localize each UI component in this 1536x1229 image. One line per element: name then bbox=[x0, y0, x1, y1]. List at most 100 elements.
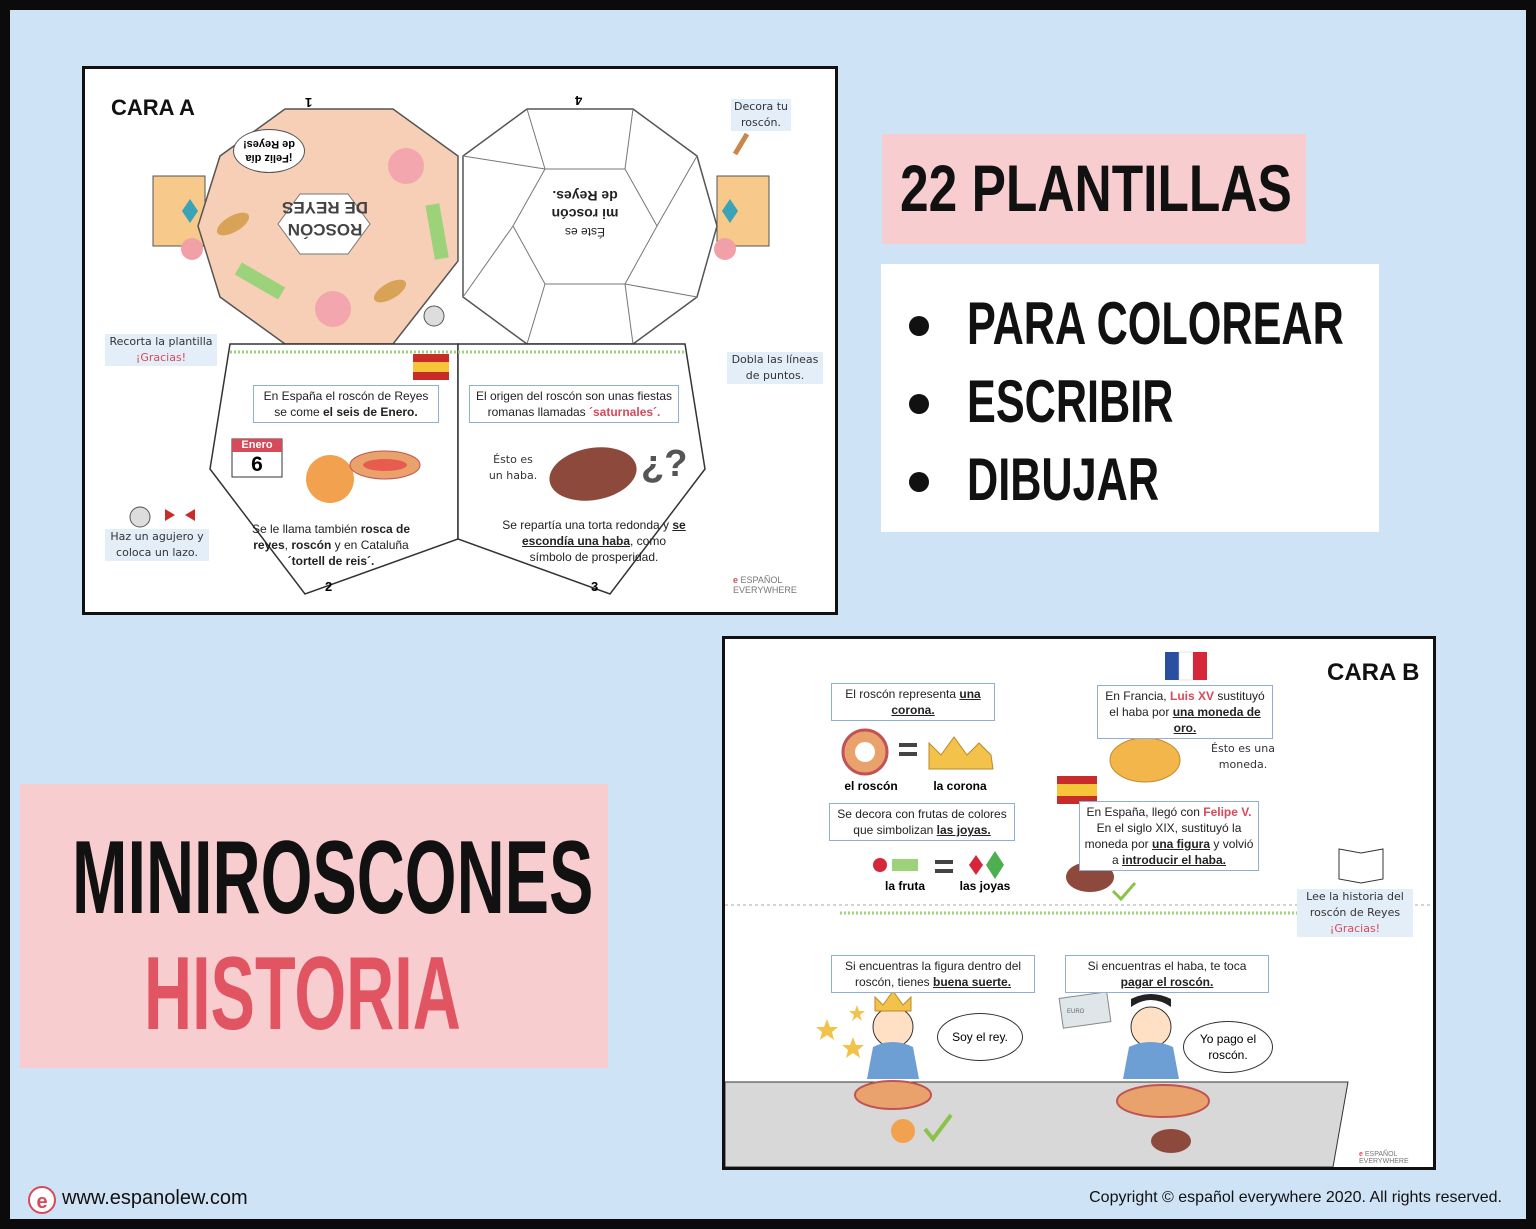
rosca-t1: Se le llama también bbox=[251, 522, 358, 536]
decora-note: Decora tu roscón. bbox=[731, 99, 791, 131]
espana-mid2: y volvió a bbox=[1111, 837, 1254, 867]
representa-box: El roscón representa una corona. bbox=[831, 683, 995, 721]
espana-u2: introducir el haba. bbox=[1122, 853, 1227, 867]
torta-u: se escondía una haba bbox=[521, 518, 686, 548]
espana-mid: En el siglo XIX, sustituyó la moneda por bbox=[1084, 821, 1242, 851]
origen-box: El origen del roscón son unas fiestas ro… bbox=[469, 385, 679, 423]
recorta-text: Recorta la plantilla bbox=[109, 335, 213, 348]
bullet-icon bbox=[909, 472, 929, 492]
pago-line2: roscón. bbox=[1208, 1048, 1248, 1062]
moneda-note: Ésto es una moneda. bbox=[1211, 741, 1275, 773]
agujero-line1: Haz un agujero y bbox=[110, 530, 204, 543]
moneda-line1: Ésto es una bbox=[1211, 742, 1275, 755]
card-a: CARA A Decora tu roscón. Recorta la plan… bbox=[82, 66, 838, 615]
espana-felipe: Felipe V. bbox=[1203, 805, 1252, 819]
moneda-line2: moneda. bbox=[1218, 758, 1268, 771]
decora-box: Se decora con frutas de colores que simb… bbox=[829, 803, 1015, 841]
este-line1: Éste es bbox=[564, 225, 606, 239]
la-fruta-label: la fruta bbox=[884, 879, 925, 893]
dobla-line1: Dobla las líneas bbox=[731, 353, 819, 366]
calendar-month: Enero bbox=[241, 439, 273, 451]
rosca-b1: rosca de reyes bbox=[253, 522, 411, 552]
num-3: 3 bbox=[591, 579, 599, 594]
haba-box: Si encuentras el haba, te toca pagar el … bbox=[1065, 955, 1269, 993]
pago-line1: Yo pago el bbox=[1199, 1032, 1257, 1046]
card-a-label: CARA A bbox=[111, 95, 195, 120]
figura-u: buena suerte. bbox=[933, 975, 1012, 989]
este-line3: de Reyes. bbox=[552, 188, 618, 204]
haba-u: pagar el roscón. bbox=[1120, 975, 1214, 989]
torta-t1: Se repartía una torta redonda y bbox=[502, 518, 670, 532]
calendar-day: 6 bbox=[251, 453, 263, 476]
bullet-icon bbox=[909, 394, 929, 414]
card-b-label: CARA B bbox=[1327, 659, 1420, 686]
lee-gracias: ¡Gracias! bbox=[1329, 922, 1381, 935]
logo-a-text: ESPAÑOL EVERYWHERE bbox=[733, 575, 797, 595]
representa-u: una corona. bbox=[891, 687, 981, 717]
representa-text: El roscón representa bbox=[845, 687, 957, 701]
roscon-title: ROSCÓN DE REYES bbox=[270, 196, 380, 240]
las-joyas-label: las joyas bbox=[959, 879, 1011, 893]
logo-b-icon: e bbox=[1359, 1151, 1363, 1158]
footer-url[interactable]: www.espanolew.com bbox=[62, 1187, 248, 1209]
num-1: 1 bbox=[305, 95, 313, 110]
title-line1: MINIROSCONES bbox=[72, 820, 594, 936]
haba-line1: Ésto es bbox=[493, 453, 533, 466]
decora-line2: roscón. bbox=[741, 116, 781, 129]
dobla-line2: de puntos. bbox=[745, 369, 805, 382]
origen-text: El origen del roscón son unas fiestas ro… bbox=[475, 389, 673, 419]
num-2: 2 bbox=[325, 579, 333, 594]
title-line2: HISTORIA bbox=[144, 936, 461, 1052]
decora-line1: Decora tu bbox=[733, 100, 789, 113]
roscon-line2: DE REYES bbox=[282, 198, 368, 217]
logo-b: e ESPAÑOL EVERYWHERE bbox=[1359, 1151, 1433, 1165]
este-es-text: Éste es mi roscón de Reyes. bbox=[525, 187, 645, 241]
footer-logo-icon: e bbox=[28, 1186, 56, 1214]
francia-mid: sustituyó el haba por bbox=[1109, 689, 1265, 719]
lee-line1: Lee la historia del bbox=[1306, 890, 1404, 903]
dobla-note: Dobla las líneas de puntos. bbox=[727, 352, 823, 384]
plantillas-list: PARA COLOREAR ESCRIBIR DIBUJAR bbox=[881, 264, 1379, 532]
card-b: CARA B El roscón representa una corona. … bbox=[722, 636, 1436, 1170]
rey-text: Soy el rey. bbox=[952, 1030, 1008, 1044]
haba-line2: un haba. bbox=[488, 469, 538, 482]
roscon-line1: ROSCÓN bbox=[287, 220, 363, 239]
plantillas-title: 22 PLANTILLAS bbox=[900, 151, 1292, 225]
torta-end: , como símbolo de prosperidad. bbox=[529, 534, 667, 564]
rey-bubble: Soy el rey. bbox=[937, 1013, 1023, 1061]
espana-b-text: En España, llegó con bbox=[1086, 805, 1200, 819]
figura-box: Si encuentras la figura dentro del roscó… bbox=[831, 955, 1035, 993]
question-marks: ¿? bbox=[641, 443, 688, 485]
feliz-line1: ¡Feliz día bbox=[245, 152, 293, 164]
card-b-drawing bbox=[725, 651, 1433, 1167]
decora-u: las joyas. bbox=[936, 823, 991, 837]
espana-bold: el seis de Enero. bbox=[322, 405, 418, 419]
francia-u: una moneda de oro. bbox=[1172, 705, 1261, 735]
footer-copyright: Copyright © español everywhere 2020. All… bbox=[1089, 1189, 1502, 1206]
feliz-bubble: ¡Feliz día de Reyes! bbox=[233, 129, 305, 173]
decora-text: Se decora con frutas de colores que simb… bbox=[837, 807, 1007, 837]
logo-b-text: ESPAÑOL EVERYWHERE bbox=[1359, 1151, 1409, 1165]
origen-highlight: ´saturnales´. bbox=[589, 405, 661, 419]
pago-bubble: Yo pago el roscón. bbox=[1183, 1021, 1273, 1073]
francia-box: En Francia, Luis XV sustituyó el haba po… bbox=[1097, 685, 1273, 739]
haba-note: Ésto es un haba. bbox=[483, 452, 543, 484]
espana-box: En España el roscón de Reyes se come el … bbox=[253, 385, 439, 423]
lee-note: Lee la historia del roscón de Reyes ¡Gra… bbox=[1297, 889, 1413, 937]
logo-a-icon: e bbox=[733, 575, 739, 585]
item-para-colorear: PARA COLOREAR bbox=[967, 290, 1344, 357]
rosca-b2: roscón bbox=[291, 538, 332, 552]
rosca-mid: y en Cataluña bbox=[334, 538, 409, 552]
la-corona-label: la corona bbox=[933, 779, 987, 793]
haba-text: Si encuentras el haba, te toca bbox=[1087, 959, 1247, 973]
bullet-icon bbox=[909, 316, 929, 336]
francia-text: En Francia, bbox=[1105, 689, 1167, 703]
espana-u1: una figura bbox=[1152, 837, 1211, 851]
rosca-text: Se le llama también rosca de reyes, rosc… bbox=[251, 522, 411, 568]
num-4: 4 bbox=[575, 93, 583, 108]
recorta-gracias: ¡Gracias! bbox=[135, 351, 187, 364]
agujero-line2: coloca un lazo. bbox=[116, 546, 198, 559]
item-dibujar: DIBUJAR bbox=[967, 446, 1160, 513]
feliz-line2: de Reyes! bbox=[243, 138, 295, 150]
recorta-note: Recorta la plantilla ¡Gracias! bbox=[105, 334, 217, 366]
